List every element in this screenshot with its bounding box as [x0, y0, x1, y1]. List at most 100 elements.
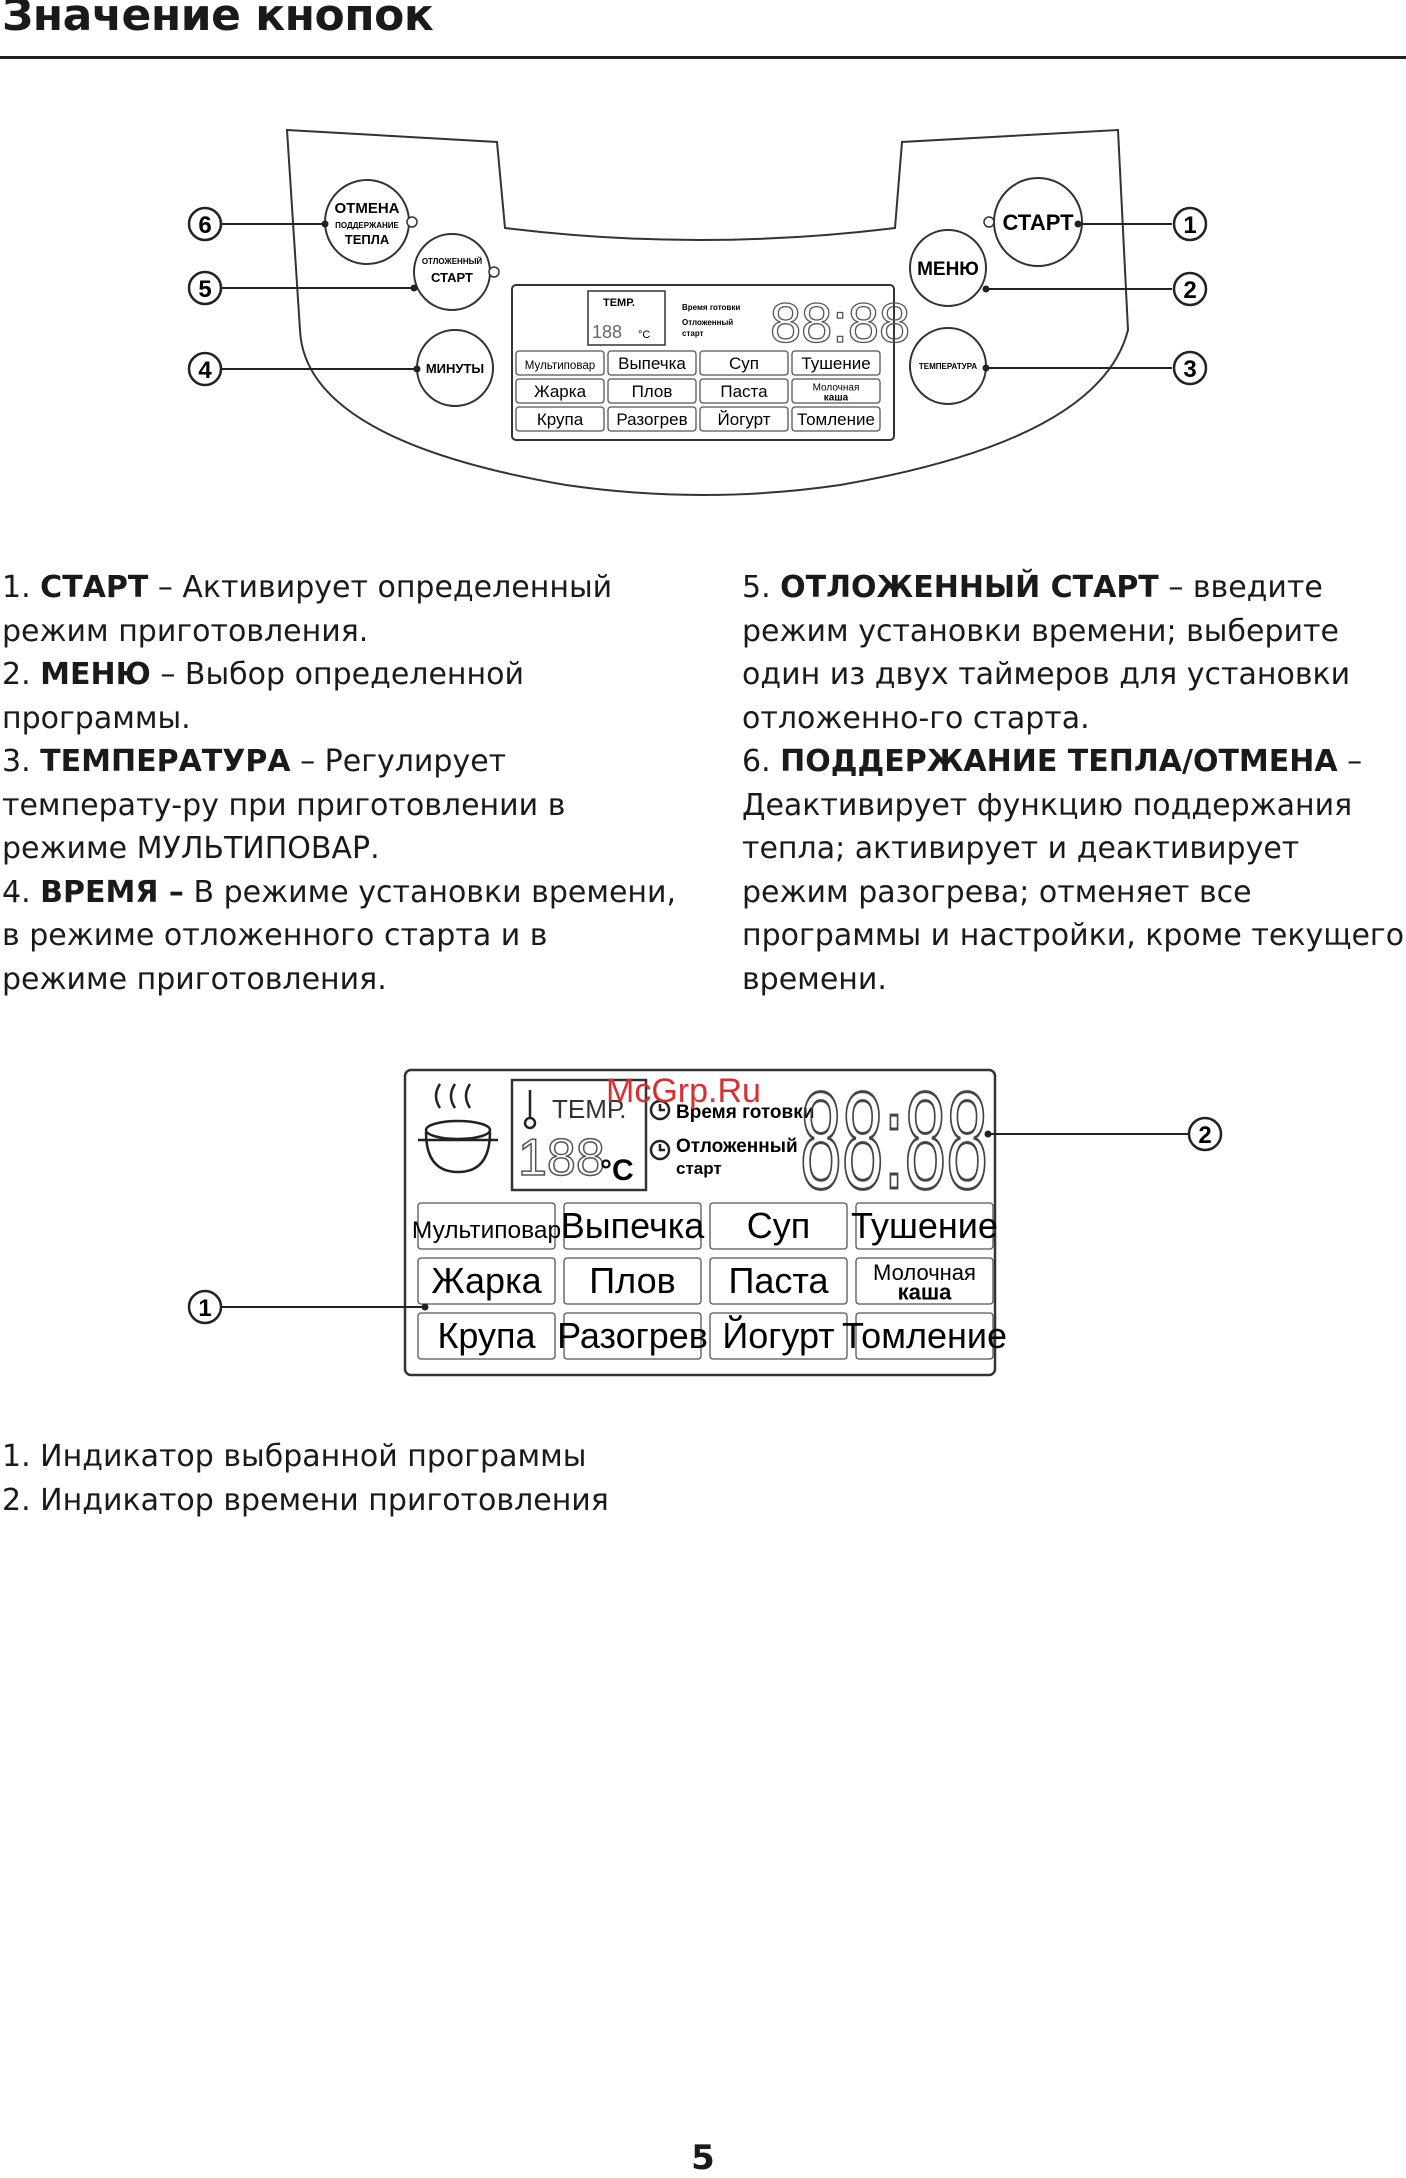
display-callout-2: 2 — [1187, 1116, 1223, 1152]
program-label: Томление — [842, 1315, 1007, 1356]
program-label: Суп — [729, 354, 759, 373]
program-cell — [791, 406, 881, 432]
watermark: McGrp.Ru — [606, 1072, 761, 1110]
cancel-button[interactable]: ОТМЕНА ПОДДЕРЖАНИЕ ТЕПЛА — [324, 179, 418, 265]
program-cell — [699, 406, 789, 432]
program-cell — [515, 406, 605, 432]
delay-start-button[interactable]: ОТЛОЖЕННЫЙ СТАРТ — [413, 233, 500, 311]
panel-digits: 88:88 — [770, 291, 910, 354]
display-legend: 1. Индикатор выбранной программы 2. Инди… — [2, 1435, 609, 1522]
program-cell — [607, 378, 697, 404]
temperature-button[interactable]: ТЕМПЕРАТУРА — [909, 327, 987, 405]
svg-text:4: 4 — [198, 357, 212, 384]
description-term: МЕНЮ — [40, 657, 151, 692]
title-rule — [0, 56, 1406, 59]
panel-delay-1: Отложенный — [682, 318, 733, 327]
program-label: Йогурт — [722, 1314, 834, 1356]
description-item: 5. ОТЛОЖЕННЫЙ СТАРТ – введите режим уста… — [742, 566, 1406, 740]
program-cell — [709, 1202, 848, 1250]
program-cell — [699, 378, 789, 404]
callout-1: 1 — [1172, 206, 1208, 242]
svg-text:5: 5 — [198, 276, 211, 303]
program-label: Паста — [728, 1260, 829, 1301]
cancel-label-1: ОТМЕНА — [335, 200, 400, 217]
callout-2: 2 — [1172, 271, 1208, 307]
program-cell — [607, 350, 697, 376]
description-text: В режиме установки времени, в режиме отл… — [2, 874, 677, 997]
program-label: Выпечка — [561, 1205, 706, 1246]
panel-temp-digits: 188 — [592, 322, 622, 342]
program-cell — [563, 1202, 702, 1250]
display-temp-digits: 188 — [518, 1129, 605, 1187]
program-label: Разогрев — [557, 1315, 708, 1356]
program-label: Разогрев — [616, 410, 687, 429]
page-title: Значение кнопок — [2, 0, 434, 41]
description-term: СТАРТ — [40, 570, 149, 605]
cancel-label-2: ПОДДЕРЖАНИЕ — [335, 221, 399, 230]
control-panel-figure: ОТМЕНА ПОДДЕРЖАНИЕ ТЕПЛА ОТЛОЖЕННЫЙ СТАР… — [187, 128, 1208, 496]
menu-button[interactable]: МЕНЮ — [909, 229, 987, 307]
description-item: 2. МЕНЮ – Выбор определенной программы. — [2, 653, 682, 740]
descriptions-left: 1. СТАРТ – Активирует определенный режим… — [2, 566, 682, 1001]
temperature-label: ТЕМПЕРАТУРА — [919, 362, 977, 371]
description-number: 2. — [2, 657, 41, 692]
delay-label-2: СТАРТ — [431, 270, 473, 285]
description-number: 5. — [742, 570, 781, 605]
start-button[interactable]: СТАРТ — [983, 177, 1083, 267]
page-number: 5 — [691, 2138, 715, 2178]
program-label: Крупа — [537, 410, 584, 429]
thermometer-icon — [523, 1090, 537, 1130]
program-cell — [417, 1202, 556, 1250]
description-item: 4. ВРЕМЯ – В режиме установки времени, в… — [2, 871, 682, 1002]
panel-celsius: °C — [638, 329, 650, 341]
program-cell — [709, 1257, 848, 1305]
description-text: – Активирует определенный режим приготов… — [2, 570, 613, 649]
program-label: Жарка — [431, 1260, 542, 1301]
program-cell — [417, 1257, 556, 1305]
description-term: ОТЛОЖЕННЫЙ СТАРТ — [780, 570, 1159, 605]
display-callout-1: 1 — [187, 1289, 223, 1325]
callout-6: 6 — [187, 206, 223, 242]
svg-text:1: 1 — [198, 1295, 211, 1322]
svg-text:3: 3 — [1183, 356, 1196, 383]
program-cell — [417, 1312, 556, 1360]
program-label: Крупа — [437, 1315, 536, 1356]
program-label: Молочная — [813, 383, 860, 394]
minutes-label: МИНУТЫ — [426, 361, 484, 376]
program-cell — [515, 350, 605, 376]
display-time-ready: Время готовки — [676, 1102, 814, 1123]
program-label: Молочная — [873, 1260, 976, 1285]
callout-5: 5 — [187, 270, 223, 306]
pot-icon — [418, 1083, 498, 1174]
svg-text:2: 2 — [1198, 1122, 1211, 1149]
legend-item: 1. Индикатор выбранной программы — [2, 1439, 587, 1474]
program-label: Плов — [589, 1260, 675, 1301]
display-delay-2: старт — [676, 1159, 722, 1178]
display-delay-1: Отложенный — [676, 1136, 798, 1157]
description-number: 3. — [2, 744, 41, 779]
program-label: Йогурт — [717, 410, 770, 429]
description-item: 1. СТАРТ – Активирует определенный режим… — [2, 566, 682, 653]
program-cell — [563, 1257, 702, 1305]
cancel-label-3: ТЕПЛА — [345, 232, 390, 247]
program-label: каша — [898, 1279, 953, 1304]
program-label: Томление — [797, 410, 875, 429]
program-label: Тушение — [851, 1205, 998, 1246]
description-term: ТЕМПЕРАТУРА — [40, 744, 291, 779]
program-label: Суп — [747, 1205, 811, 1246]
svg-text:2: 2 — [1183, 277, 1196, 304]
panel-callouts — [220, 223, 1172, 370]
description-item: 3. ТЕМПЕРАТУРА – Регулирует температу-ру… — [2, 740, 682, 871]
description-term: ВРЕМЯ – — [40, 874, 184, 910]
program-cell — [791, 350, 881, 376]
delay-label-1: ОТЛОЖЕННЫЙ — [422, 257, 483, 266]
program-cell — [607, 406, 697, 432]
description-number: 6. — [742, 744, 781, 779]
start-label: СТАРТ — [1002, 210, 1074, 235]
minutes-button[interactable]: МИНУТЫ — [416, 329, 494, 407]
program-cell — [855, 1312, 994, 1360]
program-cell — [855, 1257, 994, 1305]
callout-4: 4 — [187, 351, 223, 387]
